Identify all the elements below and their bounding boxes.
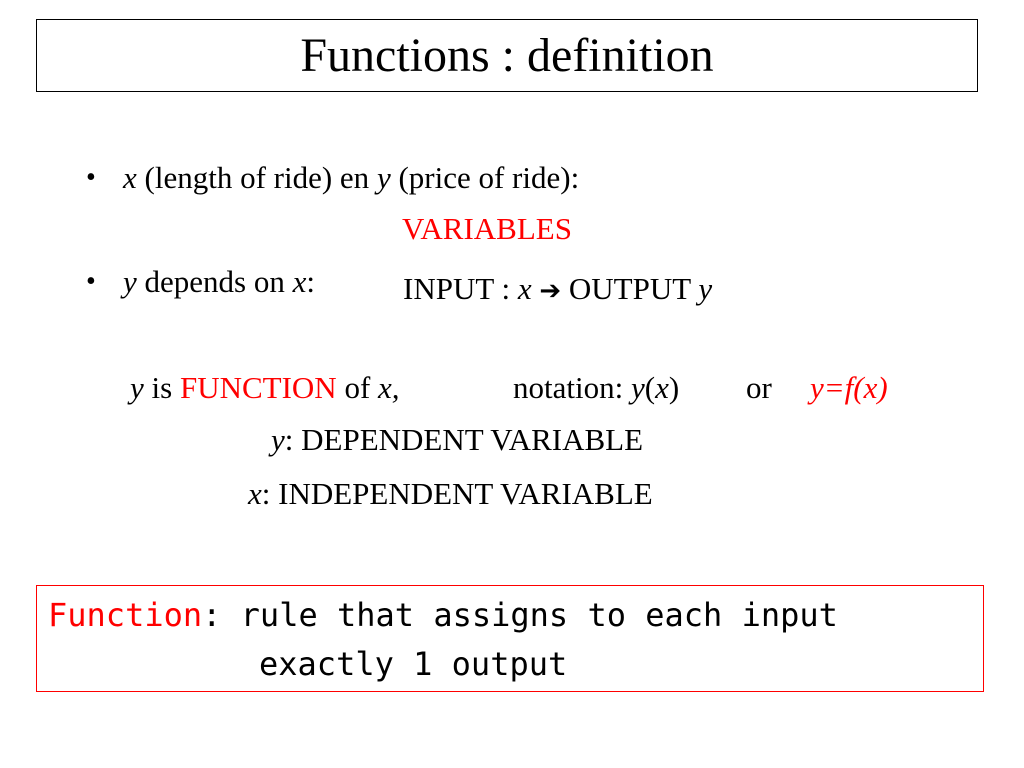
bullet-2-text-part1: depends on — [136, 264, 293, 299]
notation-x: x — [655, 370, 669, 405]
var-y: y — [123, 264, 137, 299]
definition-line-1: Function: rule that assigns to each inpu… — [48, 599, 838, 631]
bullet-marker: • — [86, 266, 96, 297]
var-x: x — [517, 271, 532, 306]
or-text: or — [746, 370, 772, 405]
definition-term: Function — [48, 596, 203, 634]
bullet-1-text: x (length of ride) en y (price of ride): — [123, 162, 579, 193]
input-label: INPUT : — [403, 271, 518, 306]
var-x: x — [248, 476, 262, 511]
of-text: of — [336, 370, 379, 405]
var-y: y — [698, 271, 713, 306]
function-word: FUNCTION — [179, 370, 337, 405]
output-label: OUTPUT — [561, 271, 699, 306]
definition-line-2: exactly 1 output — [259, 645, 568, 683]
is-text: is — [143, 370, 180, 405]
dependent-variable-line: y: DEPENDENT VARIABLE — [271, 424, 643, 455]
notation-statement: notation: y(x) — [513, 372, 679, 403]
notation-label: notation: — [513, 370, 631, 405]
paren-close: ) — [668, 370, 680, 405]
independent-text: : INDEPENDENT VARIABLE — [261, 476, 653, 511]
arrow-right-icon: ➔ — [539, 276, 562, 306]
bullet-2-colon: : — [306, 264, 315, 299]
definition-box: Function: rule that assigns to each inpu… — [36, 585, 984, 692]
function-statement: y is FUNCTION of x, — [130, 372, 400, 403]
page-title: Functions : definition — [300, 28, 714, 82]
var-y: y — [376, 160, 391, 195]
paren-open: ( — [644, 370, 656, 405]
var-x: x — [123, 160, 137, 195]
input-output-line: INPUT : x ➔ OUTPUT y — [403, 273, 712, 304]
bullet-1-text-part2: (price of ride): — [390, 160, 580, 195]
bullet-marker: • — [86, 162, 96, 193]
var-y: y — [271, 422, 285, 457]
var-x-comma: x, — [378, 370, 400, 405]
variables-label: VARIABLES — [402, 211, 572, 246]
dependent-text: : DEPENDENT VARIABLE — [284, 422, 644, 457]
function-formula: y=f(x) — [810, 370, 888, 405]
bullet-2-text: y depends on x: — [123, 266, 315, 297]
var-y: y — [130, 370, 144, 405]
notation-y: y — [630, 370, 645, 405]
definition-line-1-rest: : rule that assigns to each input — [202, 596, 838, 634]
independent-variable-line: x: INDEPENDENT VARIABLE — [248, 478, 653, 509]
var-x: x — [292, 264, 307, 299]
bullet-1-text-part1: (length of ride) en — [136, 160, 377, 195]
title-box: Functions : definition — [36, 19, 978, 92]
